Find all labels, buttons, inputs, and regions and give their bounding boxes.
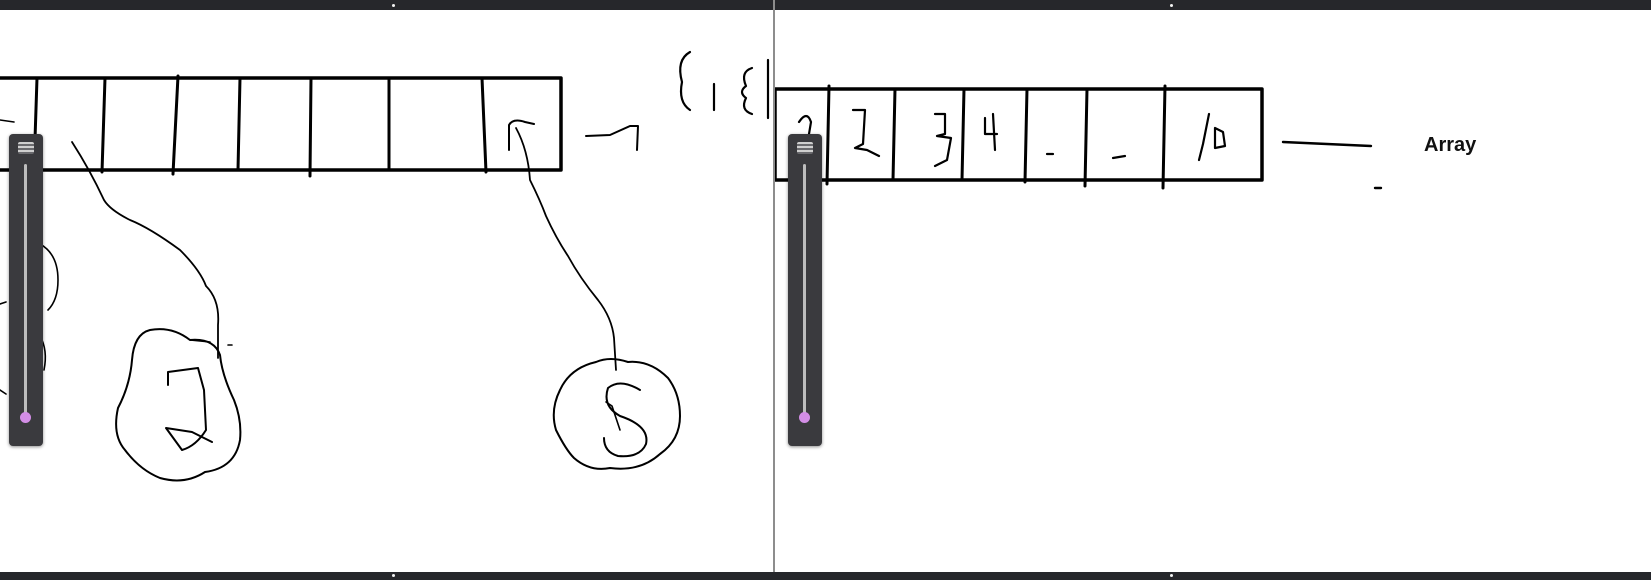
array-label: Array [1424,134,1477,156]
circle-digit-left [165,367,213,451]
window-top-bar [0,0,1651,10]
array-cell-divider [100,76,107,174]
whiteboard-left-pane[interactable] [0,10,773,572]
whiteboard-right-pane[interactable]: Array [775,10,1651,572]
cell-scribble [1197,112,1227,162]
handwriting-scribble [679,50,692,112]
slider-track[interactable] [803,164,806,416]
cell-scribble [797,114,813,136]
resize-handle-icon[interactable] [1170,574,1173,577]
resize-handle-icon[interactable] [1170,4,1173,7]
resize-handle-icon[interactable] [392,574,395,577]
slider-knob[interactable] [799,412,810,423]
left-drawing [0,50,770,482]
array-cell-divider [171,74,180,176]
drag-handle-icon[interactable] [797,142,813,154]
array-cell-divider [236,76,242,172]
array-cell-divider [960,87,966,182]
brush-size-slider[interactable] [9,134,43,446]
array-cell-divider [308,76,313,178]
resize-handle-icon[interactable] [392,4,395,7]
window-bottom-bar [0,572,1651,580]
drag-handle-icon[interactable] [18,142,34,154]
pen-mark [189,339,211,343]
pane-divider[interactable] [773,0,775,580]
array-cell-divider [1023,87,1029,184]
array-cell-divider [1161,84,1167,190]
cell-scribble [508,119,535,151]
pointer-curve-left [71,141,220,359]
cell-scribble [933,112,953,168]
array-box-right [775,87,1264,182]
cell-scribble [851,108,881,158]
brush-size-slider[interactable] [788,134,822,446]
stray-curve [0,389,7,395]
right-drawing [775,84,1383,190]
slider-track[interactable] [24,164,27,416]
circle-node-right [552,358,681,470]
circle-node-left [115,328,242,482]
label-pointer-line [1281,140,1373,148]
cell-scribble [983,112,999,152]
circle-letter-s [603,382,648,458]
pointer-curve-right [515,127,617,371]
cell-scribble [1111,154,1127,160]
array-cell-divider [1083,87,1089,188]
arrow-mark [585,125,639,151]
array-cell-divider [825,84,831,186]
stray-curve [39,243,59,311]
stray-curve [0,119,15,123]
handwriting-scribble [740,66,754,116]
array-box-left [0,76,563,172]
array-cell-divider [480,76,488,174]
pen-mark [605,401,621,431]
slider-knob[interactable] [20,412,31,423]
array-cell-divider [891,87,897,182]
stray-curve [0,301,7,305]
